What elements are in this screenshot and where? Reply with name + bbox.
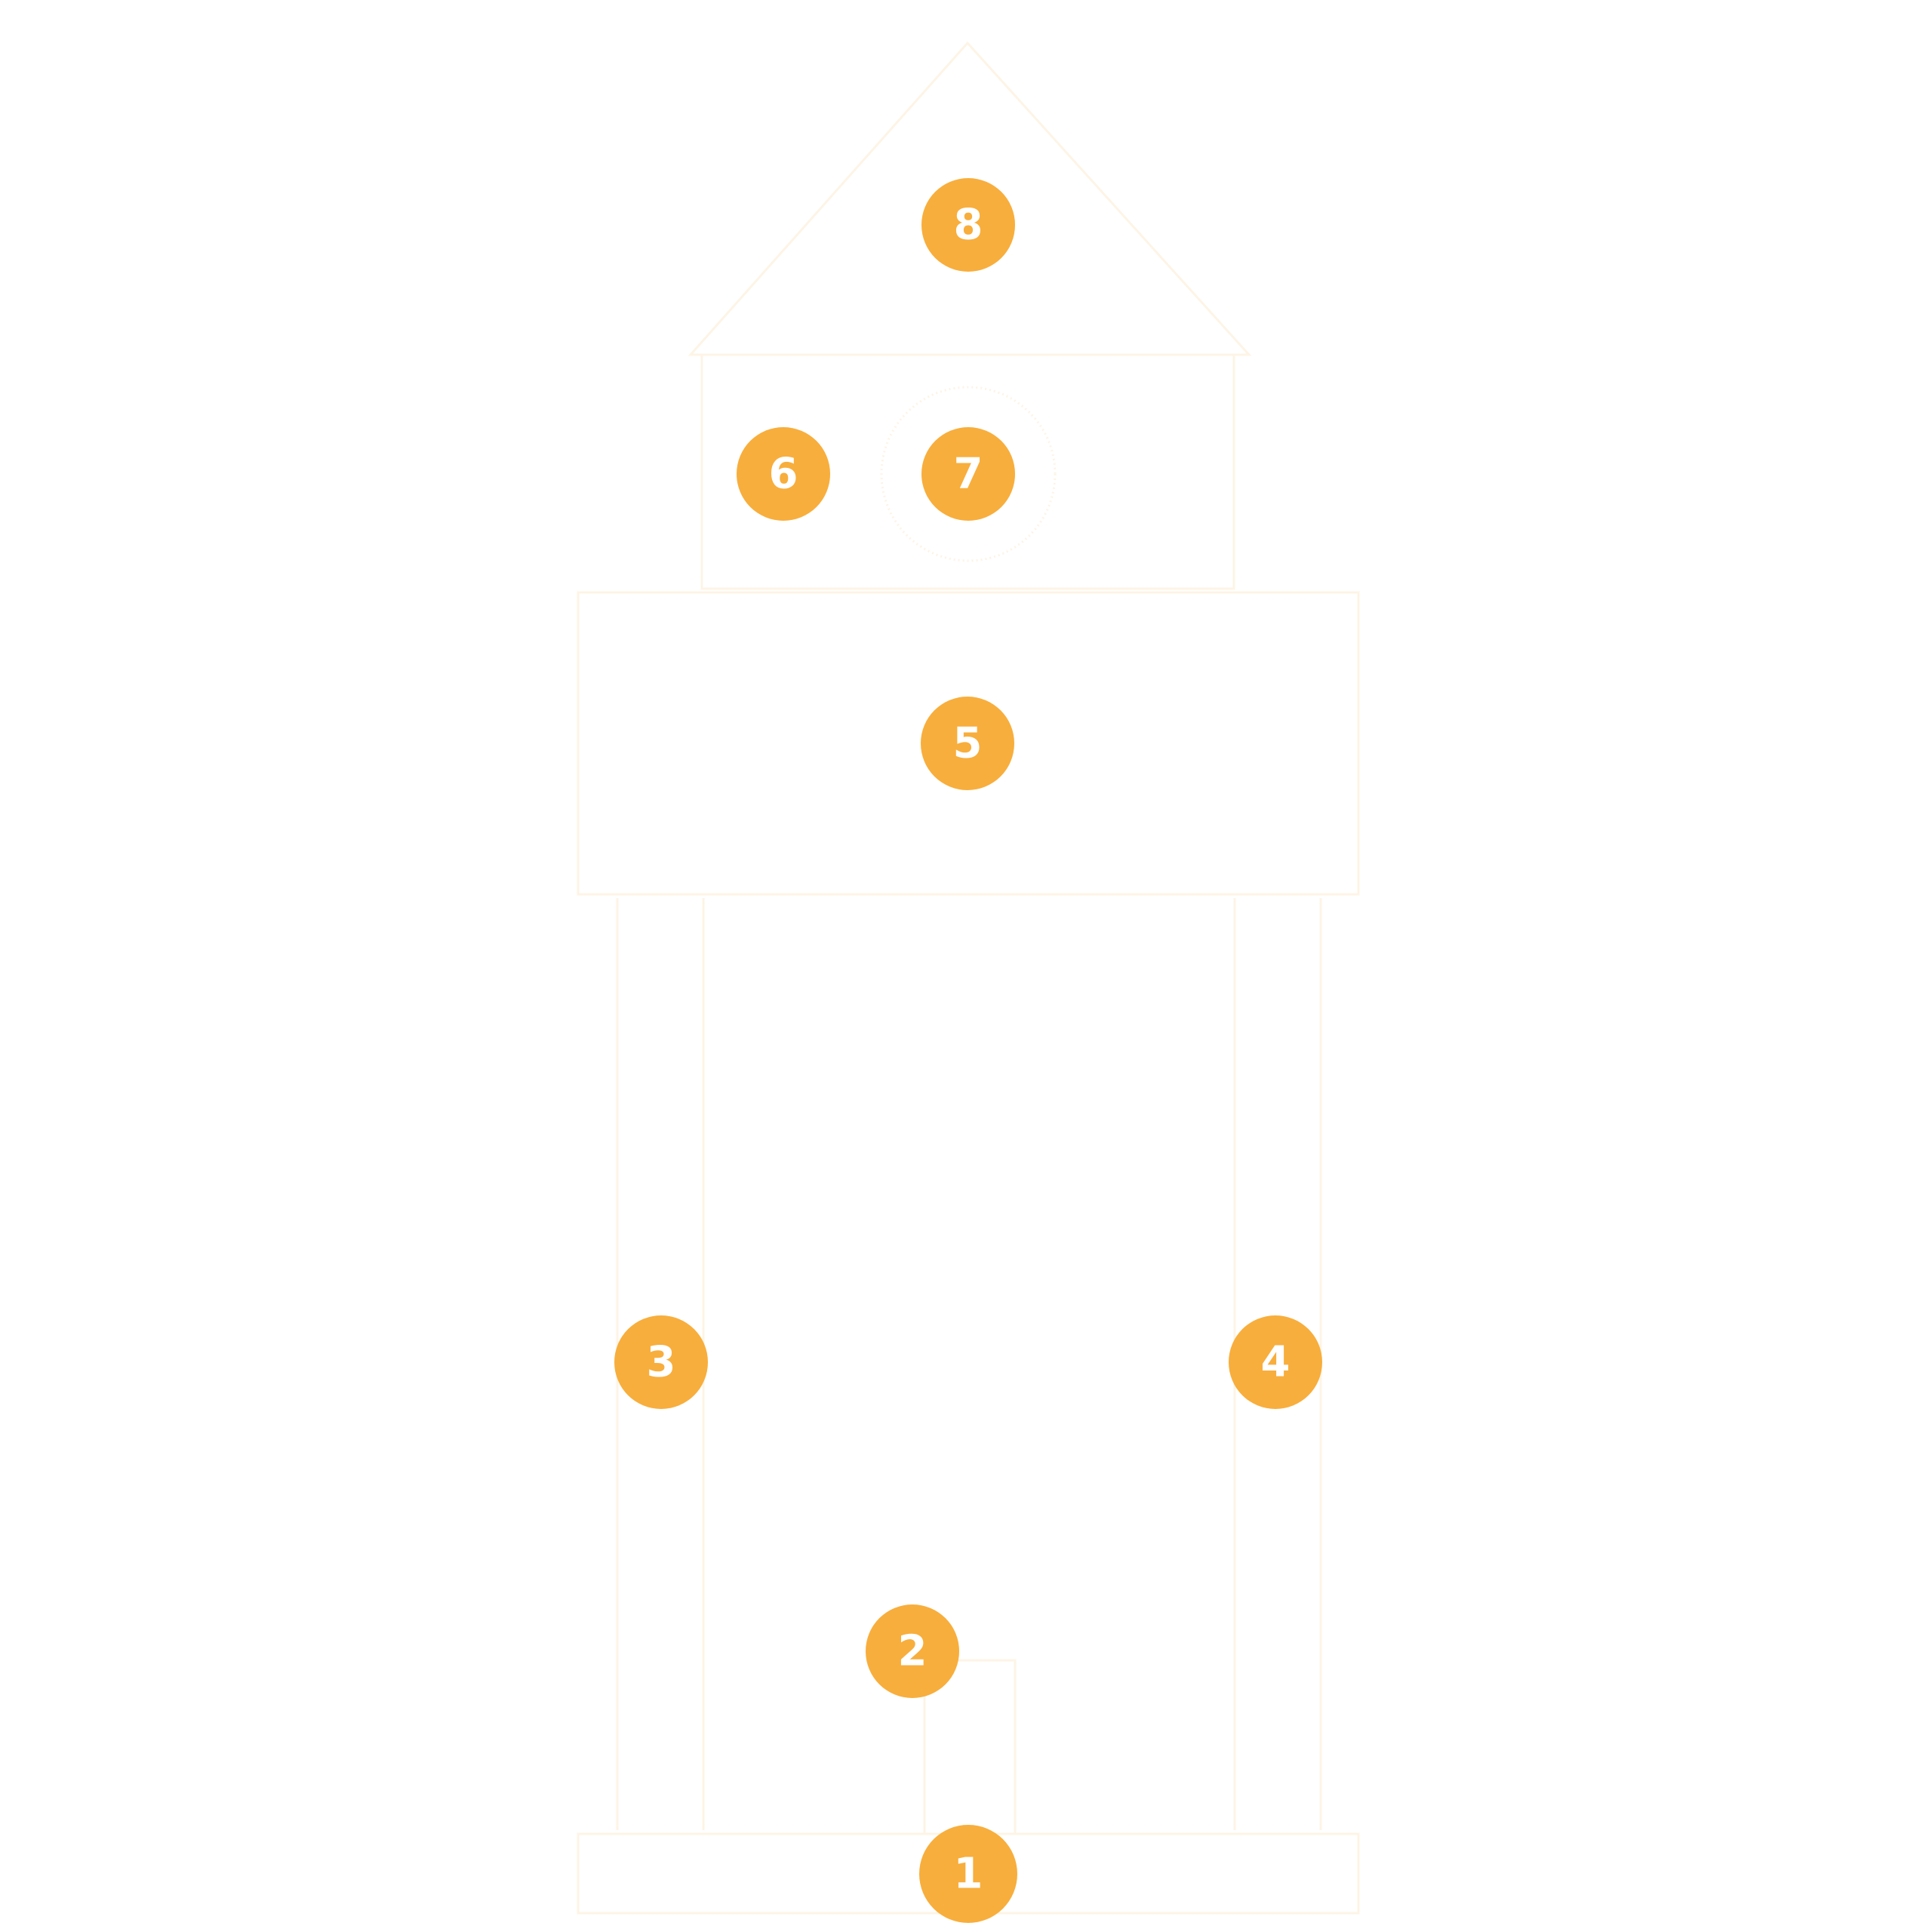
structure-outlines (577, 41, 1360, 1915)
marker-label: 7 (954, 450, 983, 499)
marker-label: 5 (953, 719, 983, 768)
marker-4[interactable]: 4 (1229, 1315, 1322, 1409)
marker-label: 1 (954, 1850, 983, 1899)
marker-8[interactable]: 8 (921, 178, 1015, 272)
marker-circle (1229, 1315, 1322, 1409)
marker-circle (919, 1825, 1017, 1923)
marker-circle (921, 178, 1015, 272)
round-window-outline (880, 386, 1057, 562)
marker-label: 2 (898, 1627, 928, 1676)
marker-7[interactable]: 7 (921, 427, 1015, 521)
marker-1[interactable]: 1 (919, 1825, 1017, 1923)
marker-3[interactable]: 3 (614, 1315, 708, 1409)
marker-circle (866, 1604, 959, 1698)
marker-circle (737, 427, 830, 521)
marker-circle (921, 697, 1014, 790)
marker-6[interactable]: 6 (737, 427, 830, 521)
marker-label: 3 (647, 1338, 676, 1387)
marker-5[interactable]: 5 (921, 697, 1014, 790)
marker-label: 4 (1261, 1338, 1291, 1387)
marker-circle (614, 1315, 708, 1409)
marker-label: 8 (954, 201, 983, 250)
markers: 1 2 3 4 5 6 7 8 (614, 178, 1322, 1923)
marker-label: 6 (769, 450, 798, 499)
middle-band-outline (577, 591, 1360, 896)
marker-circle (921, 427, 1015, 521)
upper-floor-outline (700, 353, 1235, 590)
marker-2[interactable]: 2 (866, 1604, 959, 1698)
